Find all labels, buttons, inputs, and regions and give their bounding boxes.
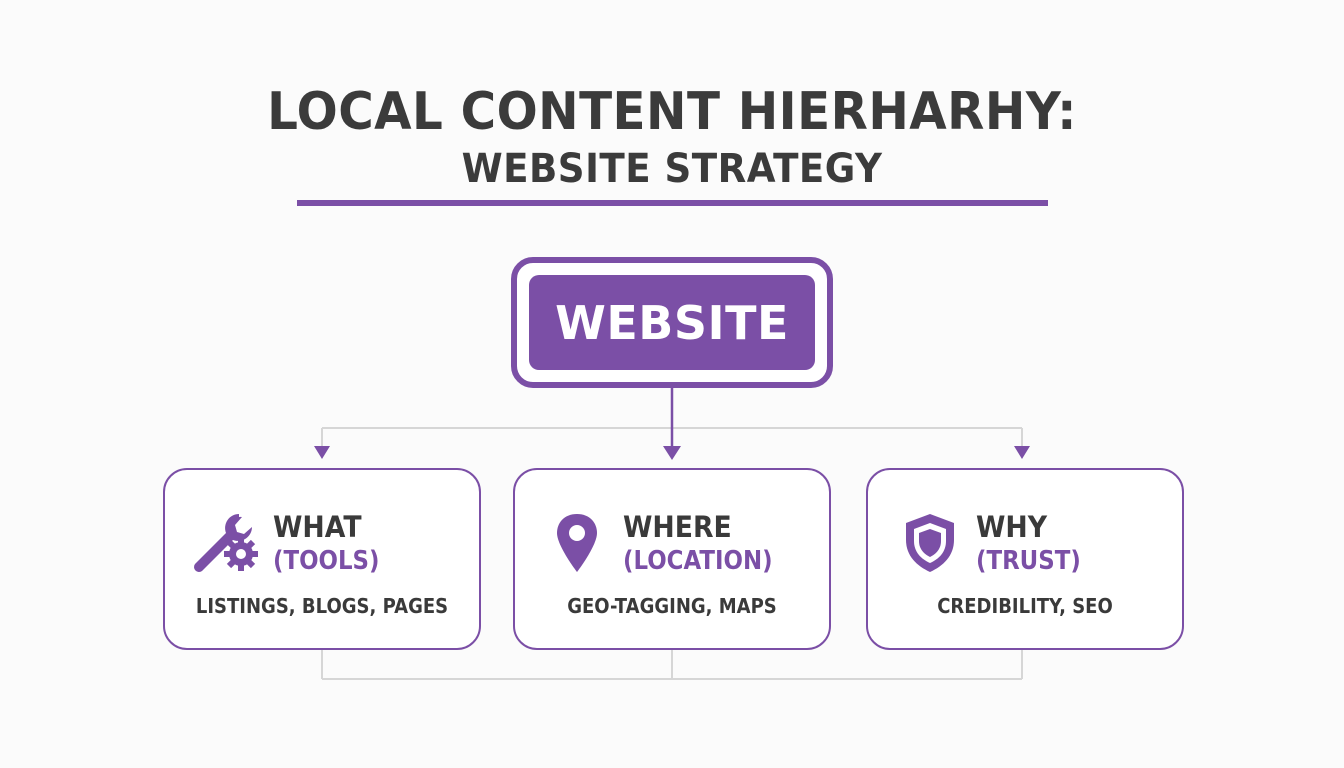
card-description: CREDIBILITY, SEO: [937, 594, 1113, 618]
card-subheading: (TRUST): [976, 546, 1081, 576]
card-what: WHAT (TOOLS) LISTINGS, BLOGS, PAGES: [163, 468, 481, 650]
center-arrowhead: [663, 446, 681, 460]
website-root-label: WEBSITE: [529, 275, 815, 370]
card-where: WHERE (LOCATION) GEO-TAGGING, MAPS: [513, 468, 831, 650]
wrench-gear-icon: [189, 510, 265, 576]
card-heading: WHAT: [273, 510, 362, 544]
card-description: LISTINGS, BLOGS, PAGES: [195, 594, 449, 618]
left-arrowhead: [314, 446, 330, 459]
card-subheading: (LOCATION): [623, 546, 773, 576]
title-underline: [297, 200, 1048, 206]
diagram-subtitle: WEBSITE STRATEGY: [461, 146, 883, 192]
card-heading: WHERE: [623, 510, 732, 544]
card-heading: WHY: [976, 510, 1048, 544]
location-pin-icon: [539, 510, 615, 576]
right-arrowhead: [1014, 446, 1030, 459]
website-root-node: WEBSITE: [511, 257, 833, 388]
card-subheading: (TOOLS): [273, 546, 380, 576]
card-description: GEO-TAGGING, MAPS: [567, 594, 777, 618]
card-why: WHY (TRUST) CREDIBILITY, SEO: [866, 468, 1184, 650]
shield-icon: [892, 510, 968, 576]
diagram-title: LOCAL CONTENT HIERHARHY:: [267, 82, 1077, 142]
